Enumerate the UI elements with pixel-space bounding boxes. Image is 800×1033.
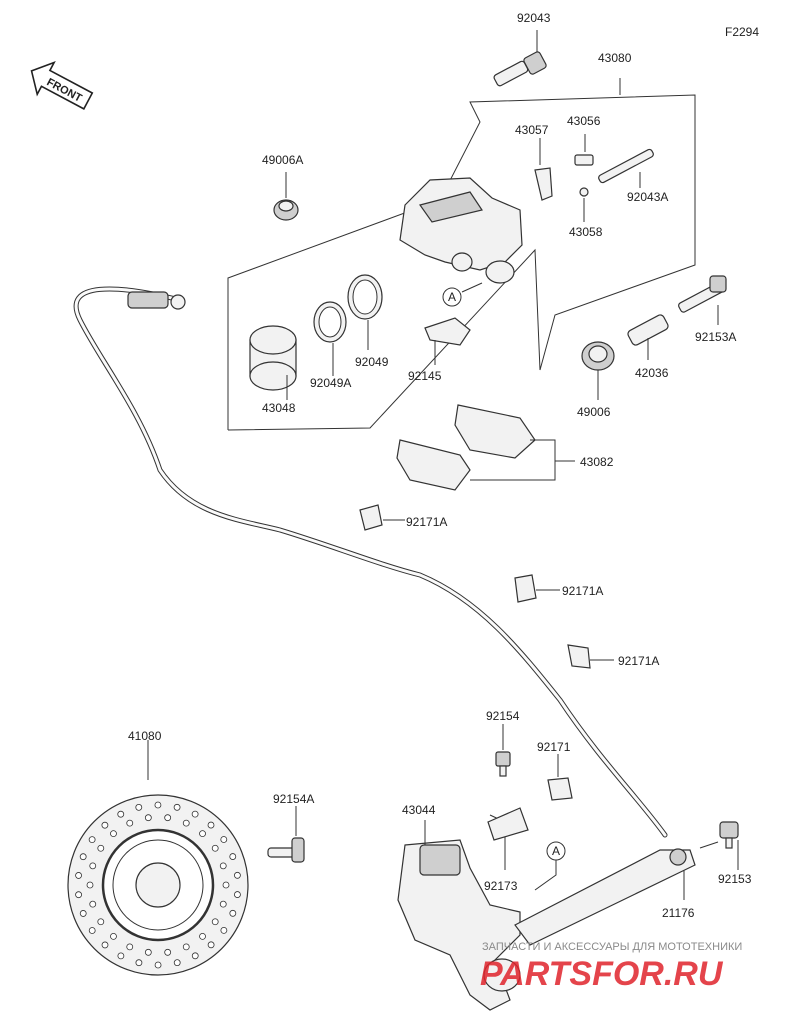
sleeve-42036 — [627, 314, 669, 346]
part-label-43082: 43082 — [580, 455, 614, 469]
part-label-92145: 92145 — [408, 369, 442, 383]
part-labels: 9204343080430574305649006A92043A43058920… — [128, 11, 752, 920]
pin-92043a — [598, 148, 654, 184]
boot-49006 — [581, 341, 615, 371]
front-arrow-icon: FRONT — [30, 61, 94, 110]
hose-banjo-fitting — [127, 291, 186, 310]
part-label-92171a: 92171A — [562, 584, 603, 598]
part-label-92173: 92173 — [484, 879, 518, 893]
part-label-49006: 49006 — [577, 405, 611, 419]
part-label-42036: 42036 — [635, 366, 669, 380]
figure-code: F2294 — [725, 25, 759, 39]
part-label-43056: 43056 — [567, 114, 601, 128]
part-label-92043a: 92043A — [627, 190, 668, 204]
part-label-92153a: 92153A — [695, 330, 736, 344]
part-label-92049a: 92049A — [310, 376, 351, 390]
brake-pads-43082 — [396, 404, 536, 491]
callout-a-top: A — [442, 287, 462, 307]
spring-92145 — [424, 317, 471, 346]
brake-disc-41080 — [67, 794, 249, 976]
seal-92049a — [313, 301, 347, 343]
part-label-41080: 41080 — [128, 729, 162, 743]
svg-text:A: A — [552, 844, 560, 858]
part-label-92171: 92171 — [537, 740, 571, 754]
bolt-92153 — [719, 821, 739, 849]
part-label-43057: 43057 — [515, 123, 549, 137]
piston-43048 — [249, 325, 297, 391]
cap-43058 — [579, 187, 589, 197]
bolt-92153a — [678, 275, 727, 313]
bolt-92154 — [495, 751, 511, 777]
torque-rod-21176 — [514, 848, 696, 946]
bracket-92173 — [487, 807, 529, 841]
part-label-92171a: 92171A — [618, 654, 659, 668]
clamp-92171 — [547, 777, 573, 801]
watermark-logo: PARTSFOR.RU — [480, 955, 724, 993]
boot-49006a — [273, 199, 299, 221]
part-label-43048: 43048 — [262, 401, 296, 415]
part-label-92154: 92154 — [486, 709, 520, 723]
brake-hose — [73, 286, 668, 838]
bleeder-43056 — [574, 154, 594, 166]
caliper-body — [399, 177, 523, 284]
part-label-92153: 92153 — [718, 872, 752, 886]
callout-a-bottom: A — [546, 841, 566, 861]
part-label-49006a: 49006A — [262, 153, 303, 167]
clamp-92171a-3 — [567, 644, 591, 669]
bracket-43057 — [534, 167, 553, 201]
part-label-92171a: 92171A — [406, 515, 447, 529]
watermark-caption: ЗАПЧАСТИ И АКСЕССУАРЫ ДЛЯ МОТОТЕХНИКИ — [482, 941, 742, 953]
clamp-92171a-1 — [359, 504, 383, 531]
seal-92049 — [347, 274, 383, 320]
bolt-92043 — [493, 51, 547, 87]
part-label-21176: 21176 — [662, 906, 695, 920]
part-label-43058: 43058 — [569, 225, 603, 239]
part-label-92154a: 92154A — [273, 792, 314, 806]
part-label-43080: 43080 — [598, 51, 632, 65]
part-label-92043: 92043 — [517, 11, 551, 25]
part-label-92049: 92049 — [355, 355, 389, 369]
svg-text:A: A — [448, 290, 456, 304]
clamp-92171a-2 — [514, 574, 537, 603]
part-label-43044: 43044 — [402, 803, 436, 817]
caliper-bracket-43044 — [397, 839, 521, 1011]
bolt-92154a — [267, 837, 305, 863]
